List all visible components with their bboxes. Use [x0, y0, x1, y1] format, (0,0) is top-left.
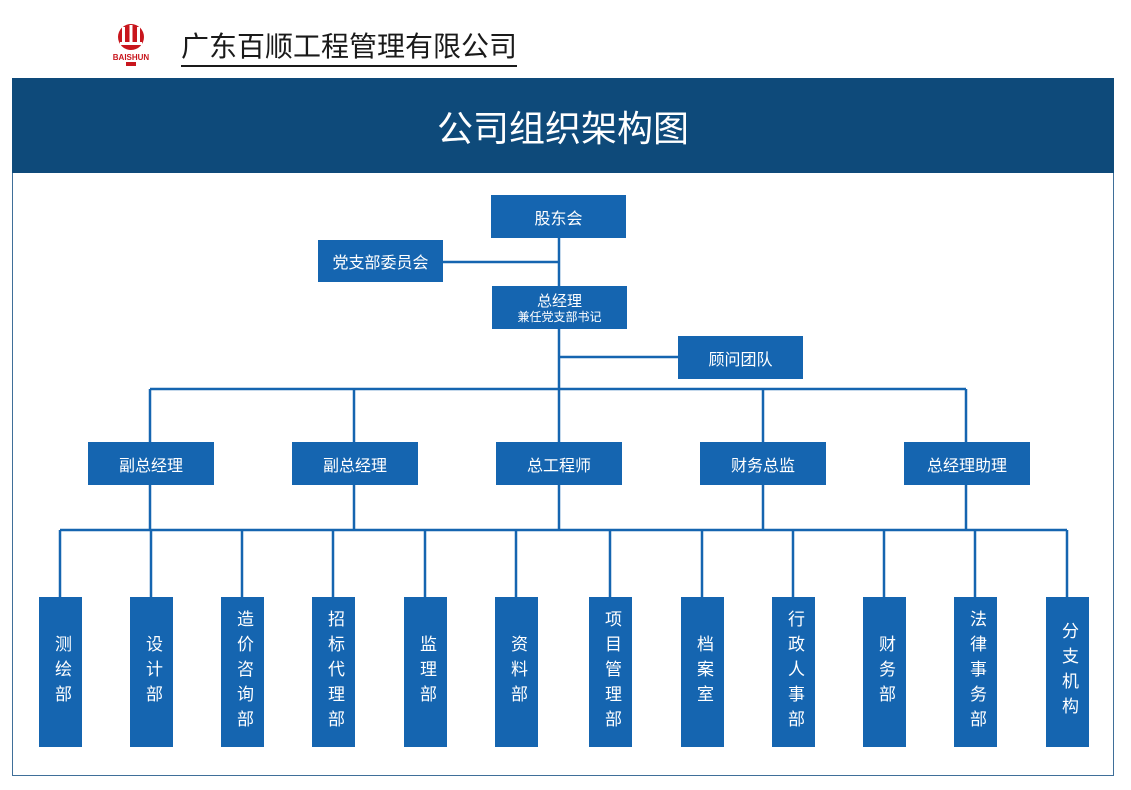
executive-label: 总经理助理 — [926, 455, 1007, 475]
executive-label: 副总经理 — [118, 455, 183, 475]
department-label: 设计部 — [142, 634, 162, 710]
department-box-8: 行政人事部 — [772, 597, 815, 747]
department-box-0: 测绘部 — [39, 597, 82, 747]
executive-box-3: 财务总监 — [700, 442, 826, 485]
department-box-1: 设计部 — [130, 597, 173, 747]
department-label: 监理部 — [416, 634, 436, 710]
general-manager-label: 总经理 — [536, 291, 582, 310]
department-box-11: 分支机构 — [1046, 597, 1089, 747]
department-label: 档案室 — [693, 634, 713, 710]
department-label: 测绘部 — [51, 634, 71, 710]
connector-dept-drops — [58, 530, 1069, 597]
company-logo-icon: BAISHUN — [113, 24, 150, 66]
general-manager-subtitle: 兼任党支部书记 — [517, 309, 602, 324]
advisors-label: 顾问团队 — [708, 349, 773, 369]
department-box-5: 资料部 — [495, 597, 538, 747]
department-label: 项目管理部 — [601, 609, 621, 735]
executive-box-2: 总工程师 — [496, 442, 622, 485]
executive-label: 副总经理 — [322, 455, 387, 475]
department-label: 造价咨询部 — [233, 609, 253, 735]
party-committee-label: 党支部委员会 — [332, 253, 429, 272]
department-label: 分支机构 — [1058, 622, 1078, 722]
connector-exec-rises — [148, 485, 968, 530]
company-name: 广东百顺工程管理有限公司 — [181, 30, 518, 67]
department-box-6: 项目管理部 — [589, 597, 632, 747]
department-box-3: 招标代理部 — [312, 597, 355, 747]
department-label: 资料部 — [507, 634, 527, 710]
page-title: 公司组织架构图 — [436, 108, 689, 150]
shareholders-box: 股东会 — [491, 195, 626, 238]
department-box-9: 财务部 — [863, 597, 906, 747]
advisors-box: 顾问团队 — [678, 336, 803, 379]
executive-box-0: 副总经理 — [88, 442, 214, 485]
department-box-4: 监理部 — [404, 597, 447, 747]
page-title-banner: 公司组织架构图 — [12, 78, 1114, 173]
executive-box-4: 总经理助理 — [904, 442, 1030, 485]
department-label: 行政人事部 — [784, 609, 804, 735]
department-box-10: 法律事务部 — [954, 597, 997, 747]
logo-text: BAISHUN — [113, 53, 150, 62]
department-label: 财务部 — [875, 634, 895, 710]
executive-box-1: 副总经理 — [292, 442, 418, 485]
department-label: 法律事务部 — [966, 609, 986, 735]
executive-label: 财务总监 — [730, 455, 795, 475]
executive-label: 总工程师 — [526, 455, 591, 475]
shareholders-label: 股东会 — [534, 208, 583, 228]
general-manager-box: 总经理 兼任党支部书记 — [492, 286, 627, 329]
connector-exec-drops — [148, 389, 968, 442]
department-box-7: 档案室 — [681, 597, 724, 747]
party-committee-box: 党支部委员会 — [318, 240, 443, 282]
department-box-2: 造价咨询部 — [221, 597, 264, 747]
department-label: 招标代理部 — [324, 609, 344, 735]
